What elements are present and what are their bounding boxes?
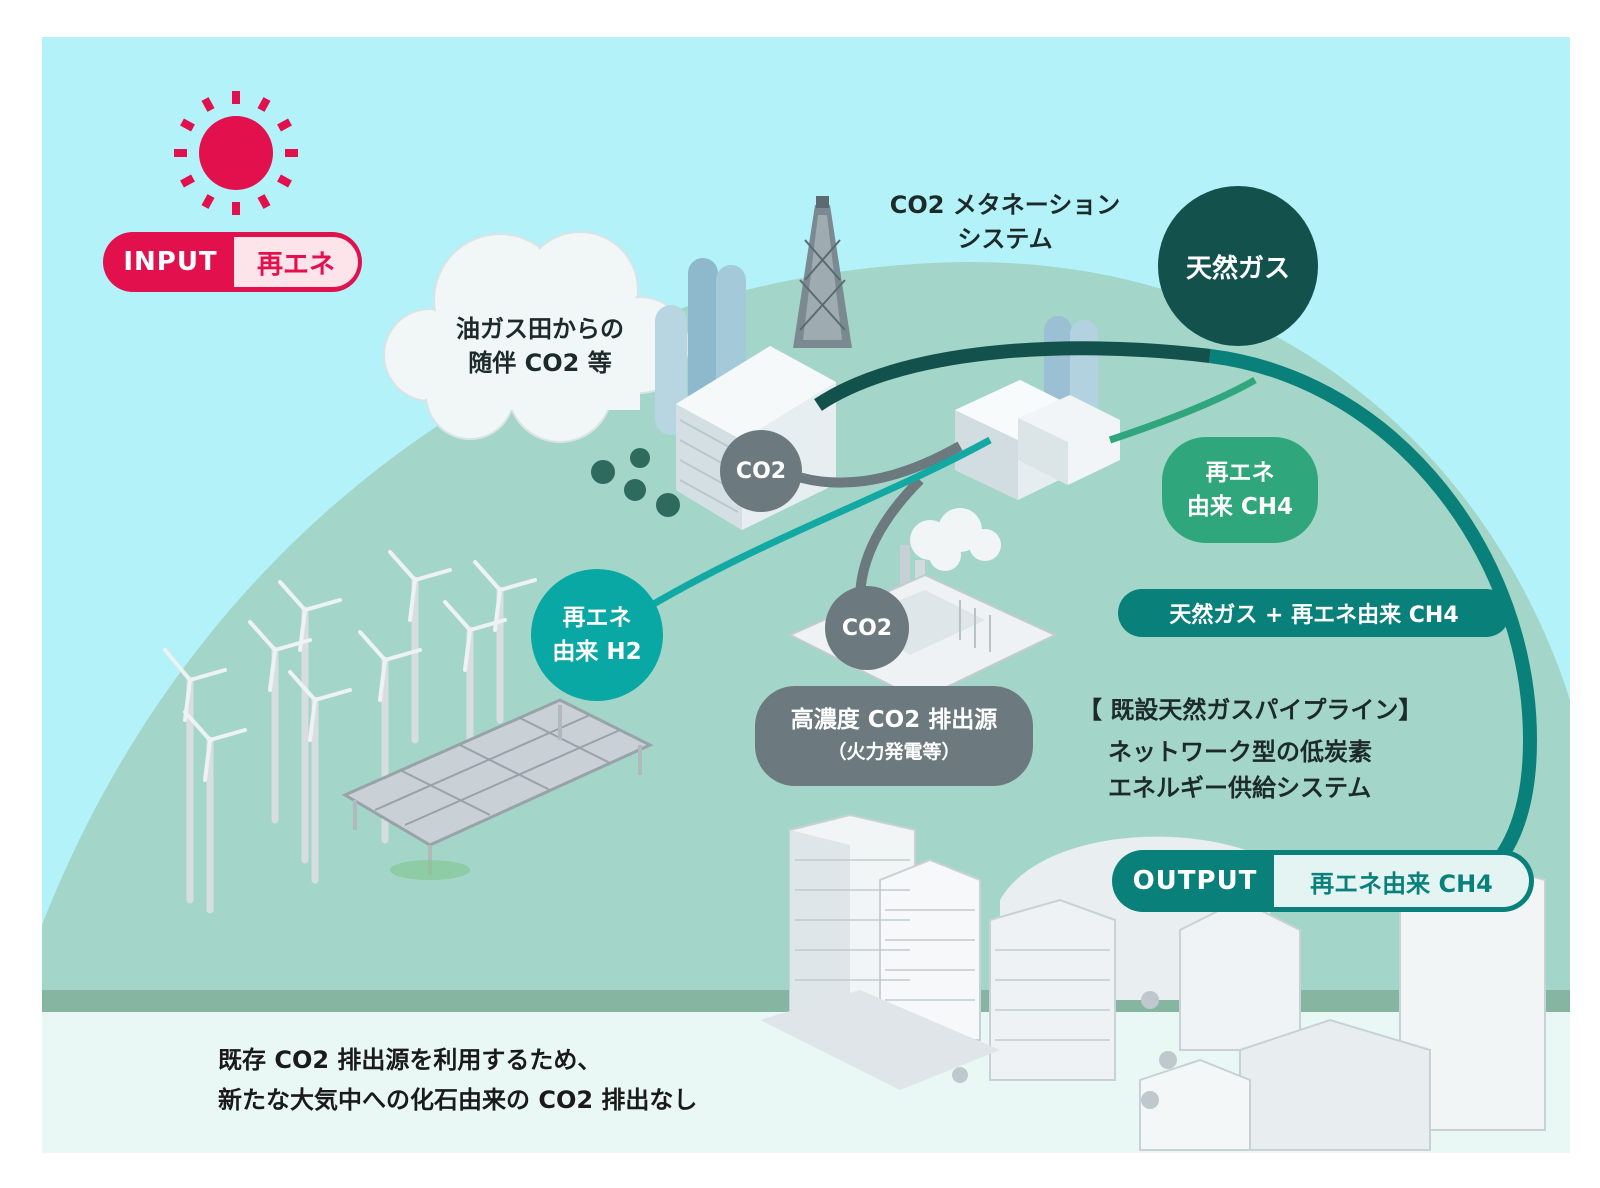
methanation-line1: CO2 メタネーション bbox=[889, 191, 1121, 219]
oilgas-line1: 油ガス田からの bbox=[456, 315, 624, 343]
ch4-line2: 由来 CH4 bbox=[1186, 494, 1294, 520]
emission-line2: （火力発電等） bbox=[827, 741, 961, 763]
sun-icon bbox=[174, 91, 298, 215]
pipelines bbox=[638, 341, 1538, 884]
pipeline-description: ネットワーク型の低炭素 エネルギー供給システム bbox=[1108, 734, 1372, 806]
ch4-line1: 再エネ bbox=[1205, 460, 1275, 486]
co2-node-lower: CO2 bbox=[825, 586, 909, 670]
methanation-label: CO2 メタネーション システム bbox=[875, 188, 1135, 256]
co2-lower-label: CO2 bbox=[841, 615, 893, 641]
co2-node-upper: CO2 bbox=[720, 430, 802, 512]
renewable-ch4-node: 再エネ 由来 CH4 bbox=[1162, 437, 1318, 543]
emission-source-box: 高濃度 CO2 排出源 （火力発電等） bbox=[755, 686, 1033, 786]
pipeline-line2: エネルギー供給システム bbox=[1108, 774, 1372, 802]
gas-field-facility bbox=[655, 258, 836, 530]
wind-turbine-icon bbox=[163, 550, 537, 914]
emission-line1: 高濃度 CO2 排出源 bbox=[790, 707, 998, 733]
natural-gas-label: 天然ガス bbox=[1185, 253, 1290, 284]
oilgas-label: 油ガス田からの 随伴 CO2 等 bbox=[430, 312, 650, 380]
tower-icon bbox=[793, 196, 852, 348]
methanation-line2: システム bbox=[957, 225, 1053, 253]
input-value: 再エネ bbox=[234, 237, 358, 287]
footer-line1: 既存 CO2 排出源を利用するため、 bbox=[218, 1046, 602, 1074]
solar-panel-icon bbox=[341, 698, 654, 880]
pipeline-title: 【 既設天然ガスパイプライン】 bbox=[1078, 696, 1423, 724]
input-label: INPUT bbox=[123, 247, 218, 277]
h2-line2: 由来 H2 bbox=[552, 639, 642, 665]
h2-line1: 再エネ bbox=[562, 605, 632, 631]
footer-note: 既存 CO2 排出源を利用するため、 新たな大気中への化石由来の CO2 排出な… bbox=[218, 1040, 697, 1120]
co2-upper-label: CO2 bbox=[735, 458, 787, 484]
mixed-gas-label: 天然ガス + 再エネ由来 CH4 bbox=[1169, 603, 1459, 628]
pipeline-line1: ネットワーク型の低炭素 bbox=[1108, 738, 1372, 766]
output-badge: OUTPUT 再エネ由来 CH4 bbox=[1112, 850, 1534, 912]
tree-cluster bbox=[591, 448, 680, 517]
footer-line2: 新たな大気中への化石由来の CO2 排出なし bbox=[218, 1086, 698, 1114]
oilgas-line2: 随伴 CO2 等 bbox=[468, 349, 612, 377]
output-label: OUTPUT bbox=[1132, 866, 1258, 896]
renewable-h2-node: 再エネ 由来 H2 bbox=[531, 569, 663, 701]
mixed-gas-pill: 天然ガス + 再エネ由来 CH4 bbox=[1118, 589, 1510, 637]
input-badge: INPUT 再エネ bbox=[103, 232, 362, 292]
natural-gas-node: 天然ガス bbox=[1158, 186, 1318, 346]
output-value: 再エネ由来 CH4 bbox=[1274, 855, 1529, 907]
